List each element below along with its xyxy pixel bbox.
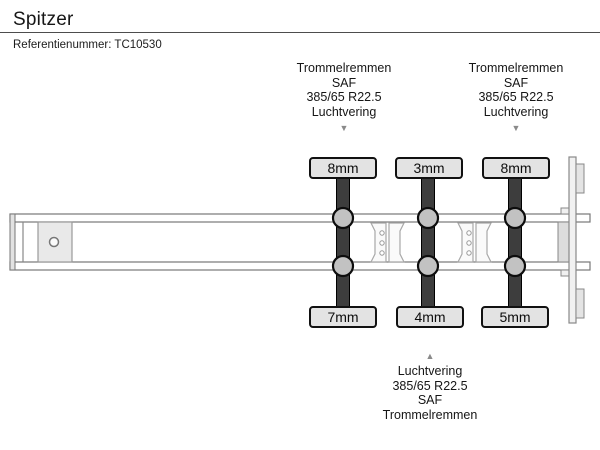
wheel-hub [503, 206, 527, 230]
spec-line: SAF [503, 75, 529, 90]
spec-line: Luchtvering [397, 364, 463, 378]
spec-line: 385/65 R22.5 [392, 378, 468, 393]
spec-line: Trommelremmen [296, 61, 392, 75]
tread-depth-box-axle3-top: 8mm [482, 157, 550, 179]
rear-lamp-bracket [575, 163, 585, 194]
spec-line: 385/65 R22.5 [478, 90, 554, 105]
axle-bar [421, 166, 435, 322]
page-title: Spitzer [13, 9, 74, 30]
reference-number: Referentienummer: TC10530 [13, 39, 162, 51]
axle-2-spec-block: ▲ Luchtvering 385/65 R22.5 SAF Trommelre… [345, 351, 515, 423]
tread-depth-box-axle3-bottom: 5mm [481, 306, 549, 328]
title-divider [0, 32, 600, 33]
suspension-bracket [370, 222, 405, 263]
down-arrow-icon: ▼ [339, 122, 349, 133]
spec-line: SAF [417, 393, 443, 408]
wheel-hub [416, 206, 440, 230]
wheel-hub [331, 254, 355, 278]
rear-lamp-bracket [575, 288, 585, 319]
tread-depth-box-axle1-top: 8mm [309, 157, 377, 179]
axle-3-spec-block: Trommelremmen SAF 385/65 R22.5 Luchtveri… [431, 61, 600, 133]
spec-line: SAF [331, 75, 357, 90]
axle-1-spec-block: Trommelremmen SAF 385/65 R22.5 Luchtveri… [259, 61, 429, 133]
rear-underrun-assembly [557, 156, 585, 324]
tread-depth-box-axle2-top: 3mm [395, 157, 463, 179]
spec-line: Trommelremmen [382, 408, 478, 423]
spec-line: Luchtvering [483, 105, 549, 120]
axle-bar [508, 166, 522, 322]
up-arrow-icon: ▲ [425, 351, 435, 361]
spec-line: Trommelremmen [468, 61, 564, 75]
wheel-hub [503, 254, 527, 278]
front-cap-plate [9, 213, 16, 271]
spec-line: Luchtvering [311, 105, 377, 120]
spec-line: 385/65 R22.5 [306, 90, 382, 105]
tread-depth-box-axle2-bottom: 4mm [396, 306, 464, 328]
chassis-rail-top [9, 213, 591, 223]
wheel-hub [416, 254, 440, 278]
axle-bar [336, 166, 350, 322]
tread-depth-box-axle1-bottom: 7mm [309, 306, 377, 328]
chassis-rail-bottom [9, 261, 591, 271]
suspension-bracket [457, 222, 492, 263]
kingpin [48, 236, 60, 248]
down-arrow-icon: ▼ [511, 122, 521, 133]
wheel-hub [331, 206, 355, 230]
rear-bumper-bar [568, 156, 577, 324]
